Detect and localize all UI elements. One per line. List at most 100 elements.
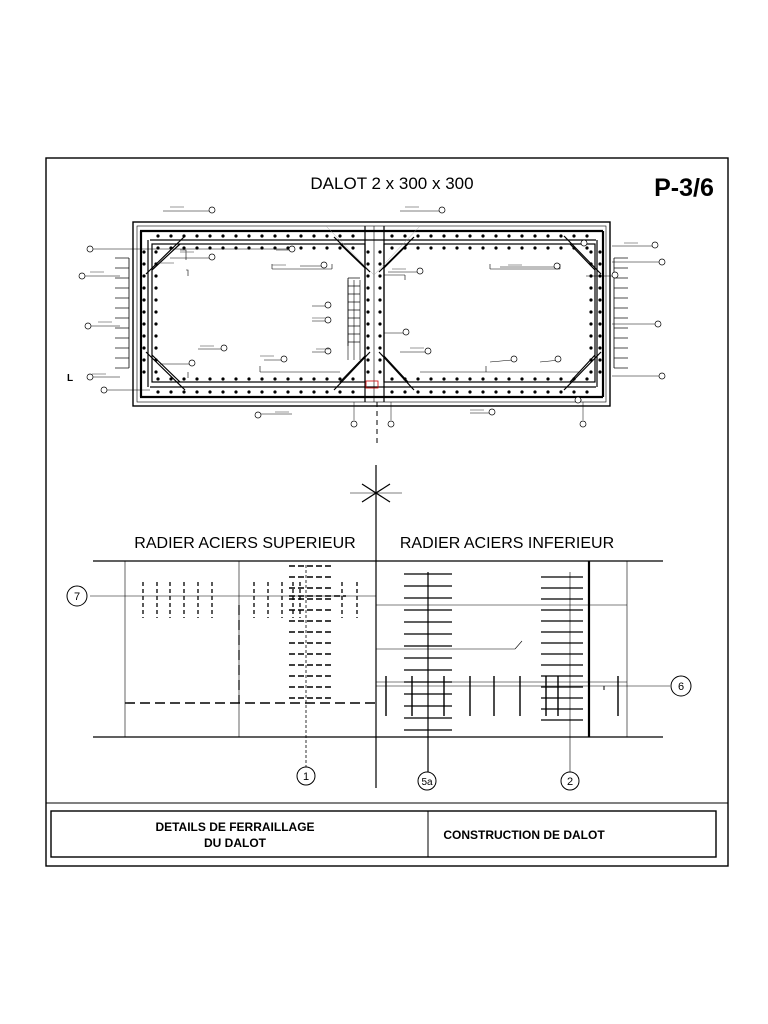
rebar-dot bbox=[455, 377, 459, 381]
rebar-dot bbox=[234, 234, 238, 238]
rebar-dot bbox=[378, 334, 382, 338]
rebar-dot bbox=[142, 274, 146, 278]
culvert-cell-left bbox=[151, 243, 366, 383]
rebar-dot bbox=[481, 377, 485, 381]
culvert-cross-section bbox=[132, 221, 611, 407]
rebar-dot bbox=[154, 274, 158, 278]
title-block-right: CONSTRUCTION DE DALOT bbox=[443, 828, 605, 842]
rebar-mark-bubble bbox=[100, 386, 108, 394]
rebar-dot bbox=[520, 390, 524, 394]
rebar-dot bbox=[589, 358, 593, 362]
rebar-dot bbox=[351, 246, 355, 250]
rebar-dot bbox=[572, 246, 576, 250]
radier-upper-label: RADIER ACIERS SUPERIEUR bbox=[134, 535, 355, 552]
rebar-dot bbox=[481, 390, 485, 394]
rebar-dot bbox=[598, 262, 602, 266]
rebar-dot bbox=[221, 390, 225, 394]
rebar-dot bbox=[572, 377, 576, 381]
rebar-dot bbox=[598, 346, 602, 350]
rebar-dot bbox=[325, 246, 329, 250]
rebar-dot bbox=[312, 377, 316, 381]
callout-7: 7 bbox=[66, 585, 88, 607]
rebar-dot bbox=[154, 322, 158, 326]
rebar-dot bbox=[154, 250, 158, 254]
rebar-dot bbox=[247, 377, 251, 381]
rebar-dot bbox=[559, 246, 563, 250]
rebar-mark-bubble bbox=[580, 239, 588, 247]
rebar-dot bbox=[589, 298, 593, 302]
rebar-dot bbox=[429, 246, 433, 250]
rebar-dot bbox=[169, 377, 173, 381]
rebar-dot bbox=[338, 390, 342, 394]
rebar-dot bbox=[598, 310, 602, 314]
sheet-frame bbox=[45, 157, 729, 867]
rebar-dot bbox=[378, 262, 382, 266]
title-block-left-line2: DU DALOT bbox=[204, 836, 267, 850]
rebar-dot bbox=[169, 234, 173, 238]
svg-text:2: 2 bbox=[567, 776, 573, 788]
rebar-dot bbox=[156, 377, 160, 381]
rebar-mark-bubble bbox=[350, 420, 358, 428]
rebar-mark-bubble bbox=[654, 320, 662, 328]
rebar-dot bbox=[507, 377, 511, 381]
rebar-dot bbox=[195, 377, 199, 381]
rebar-dot bbox=[378, 370, 382, 374]
rebar-dot bbox=[442, 390, 446, 394]
rebar-dot bbox=[286, 377, 290, 381]
rebar-dot bbox=[520, 246, 524, 250]
rebar-dot bbox=[520, 234, 524, 238]
rebar-dot bbox=[366, 298, 370, 302]
axis-cross-symbol bbox=[350, 465, 402, 788]
rebar-dot bbox=[154, 310, 158, 314]
rebar-dot bbox=[589, 334, 593, 338]
rebar-dot bbox=[312, 246, 316, 250]
rebar-dot bbox=[589, 322, 593, 326]
rebar-dot bbox=[559, 234, 563, 238]
rebar-dot bbox=[273, 234, 277, 238]
callout-6: 6 bbox=[670, 675, 692, 697]
rebar-dot bbox=[366, 346, 370, 350]
rebar-dot bbox=[378, 310, 382, 314]
rebar-dot bbox=[234, 390, 238, 394]
rebar-dot bbox=[154, 298, 158, 302]
rebar-dot bbox=[142, 358, 146, 362]
rebar-mark-bubble bbox=[579, 420, 587, 428]
rebar-mark-bubble bbox=[611, 271, 619, 279]
rebar-dot bbox=[403, 246, 407, 250]
rebar-dot bbox=[546, 390, 550, 394]
rebar-dot bbox=[366, 274, 370, 278]
rebar-dot bbox=[142, 322, 146, 326]
rebar-dot bbox=[260, 390, 264, 394]
title-block bbox=[50, 810, 717, 858]
svg-text:7: 7 bbox=[74, 591, 80, 603]
title-block-left-line1: DETAILS DE FERRAILLAGE bbox=[155, 820, 314, 834]
rebar-dot bbox=[299, 390, 303, 394]
rebar-dot bbox=[273, 377, 277, 381]
rebar-dot bbox=[403, 234, 407, 238]
rebar-dot bbox=[533, 377, 537, 381]
rebar-dot bbox=[378, 358, 382, 362]
rebar-dot bbox=[455, 390, 459, 394]
rebar-dot bbox=[390, 246, 394, 250]
culvert-outline bbox=[132, 221, 611, 407]
callout-5a: 5a bbox=[417, 771, 437, 791]
rebar-mark-bubble bbox=[220, 344, 228, 352]
rebar-dot bbox=[338, 246, 342, 250]
rebar-dot bbox=[154, 358, 158, 362]
rebar-dot bbox=[299, 234, 303, 238]
rebar-dot bbox=[572, 390, 576, 394]
rebar-dot bbox=[182, 390, 186, 394]
rebar-dot bbox=[589, 370, 593, 374]
rebar-dot bbox=[378, 322, 382, 326]
section-callouts bbox=[78, 206, 666, 428]
rebar-dot bbox=[494, 390, 498, 394]
svg-text:6: 6 bbox=[678, 681, 684, 693]
rebar-dot bbox=[589, 346, 593, 350]
rebar-mark-bubble bbox=[574, 396, 582, 404]
rebar-dot bbox=[585, 377, 589, 381]
rebar-dot bbox=[533, 234, 537, 238]
rebar-dot bbox=[366, 334, 370, 338]
rebar-dot bbox=[378, 274, 382, 278]
culvert-cell-right bbox=[383, 243, 596, 383]
rebar-dot bbox=[325, 390, 329, 394]
